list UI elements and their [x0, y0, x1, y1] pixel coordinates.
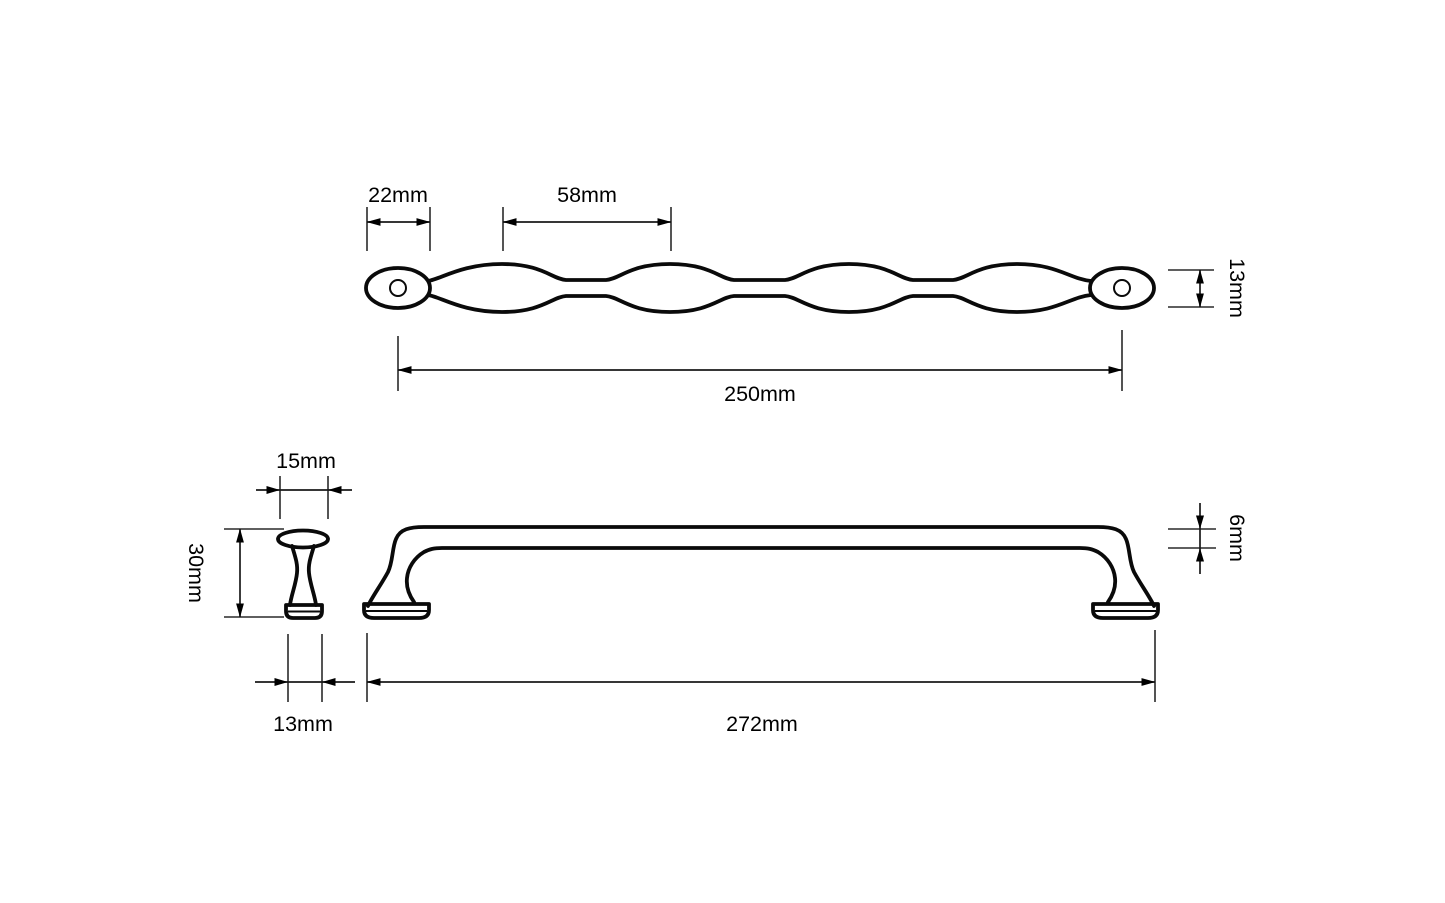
arrowhead	[1196, 515, 1204, 529]
cross-section-cap	[276, 528, 330, 550]
dim-label-bar-thickness: 6mm	[1225, 514, 1249, 562]
dim-label-bead-spacing: 58mm	[557, 183, 617, 207]
arrowhead	[274, 678, 288, 686]
handle-bead-outline-top	[426, 262, 1093, 283]
left-screw-hole	[389, 279, 407, 297]
left-foot-base	[362, 602, 431, 620]
left-end-cap	[364, 266, 432, 310]
top-view-dimensions: 22mm 58mm 13mm 250mm	[366, 183, 1249, 406]
handle-bead-outline-bottom	[426, 293, 1093, 314]
top-view	[364, 262, 1156, 314]
right-end-cap	[1088, 266, 1156, 310]
side-view-dimensions: 15mm 30mm 6mm 13mm 272mm	[184, 449, 1249, 736]
arrowhead	[266, 486, 280, 494]
dim-label-height: 30mm	[184, 543, 208, 603]
dim-label-foot-top-width: 15mm	[276, 449, 336, 473]
cross-section-stem	[288, 544, 318, 607]
dim-label-end-width: 22mm	[368, 183, 428, 207]
cross-section-base	[284, 603, 324, 620]
handle-inner-profile	[404, 546, 1118, 604]
dim-label-foot-base-width: 13mm	[273, 712, 333, 736]
dim-label-end-height: 13mm	[1225, 258, 1249, 318]
dim-label-hole-centers: 250mm	[724, 382, 796, 406]
arrowhead	[328, 486, 342, 494]
side-view	[362, 525, 1160, 620]
dim-label-overall-length: 272mm	[726, 712, 798, 736]
right-screw-hole	[1113, 279, 1131, 297]
handle-outer-profile	[366, 525, 1156, 608]
right-foot-base	[1091, 602, 1160, 620]
cross-section-view	[276, 528, 330, 620]
arrowhead	[1196, 548, 1204, 562]
arrowhead	[322, 678, 336, 686]
